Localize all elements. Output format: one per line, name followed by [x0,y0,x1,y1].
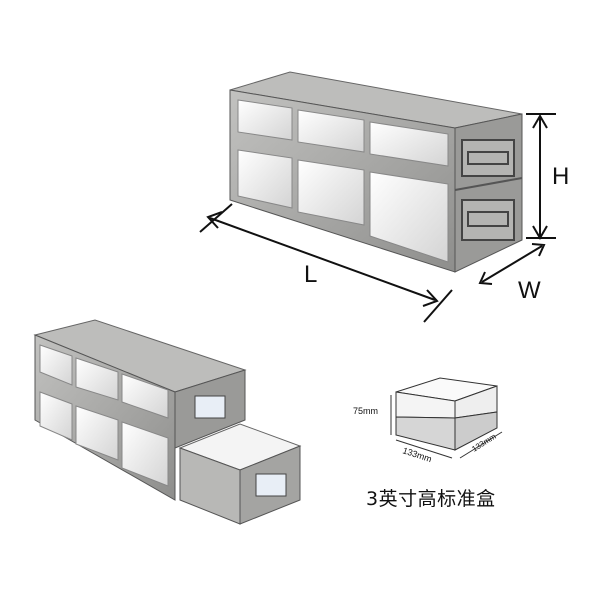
box-caption: 3英寸高标准盒 [366,488,496,510]
rack-small-open-drawer [33,319,302,525]
drawer-handle-upper [461,139,515,177]
rack-end-face [454,113,523,273]
box-height-label: 75mm [353,406,378,416]
length-label: L [304,261,317,288]
height-label: H [552,163,569,190]
label-holder [194,395,226,419]
drawer-fronts [237,99,449,263]
standard-box-diagram [390,377,503,459]
box-side-lower [454,411,498,451]
rack-large [229,71,523,273]
label-holder [255,473,287,497]
drawer-handle-lower [461,199,515,241]
dimension-arrows [199,113,556,323]
drawer-fronts [39,344,169,487]
open-drawer-side [179,447,241,525]
width-label: W [518,277,541,304]
box-length-label: 133mm [401,445,433,464]
